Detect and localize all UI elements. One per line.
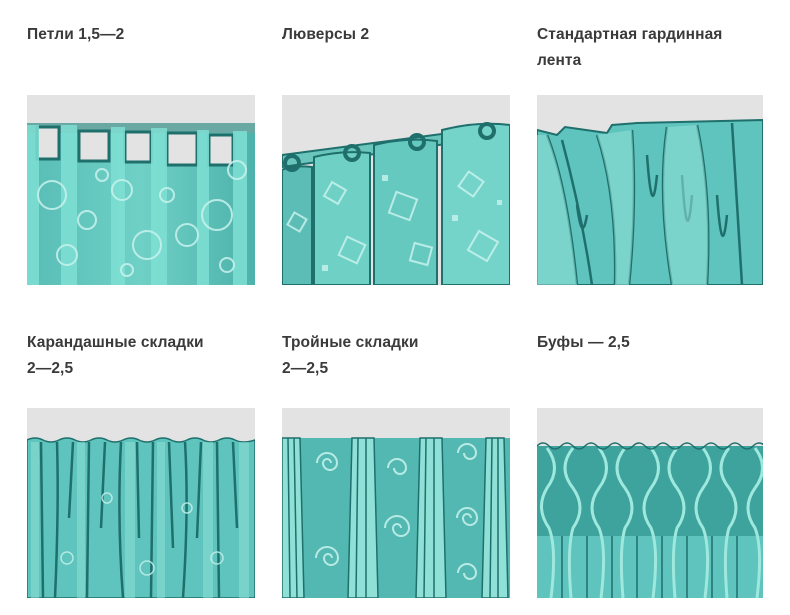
illustration-smocked-curtain [537,408,763,598]
label-line2: 2—2,5 [27,360,74,377]
label-line1: Люверсы 2 [282,26,370,43]
illustration-pencil-pleat-curtain [27,408,255,598]
label-line1: Тройные складки [282,334,419,351]
grommet-curtain-drawing [282,95,510,285]
illustration-standard-tape-curtain [537,95,763,285]
label-line1: Карандашные складки [27,334,204,351]
standard-tape-curtain-drawing [537,95,763,285]
illustration-grommet-curtain [282,95,510,285]
heading-item-tabs: Петли 1,5—2 [27,22,257,48]
heading-item-triple-pleats: Тройные складки 2—2,5 [282,330,512,382]
illustration-tab-top-curtain [27,95,255,285]
label-line1: Буфы — 2,5 [537,334,630,351]
illustration-triple-pleat-curtain [282,408,510,598]
tab-top-curtain-drawing [27,95,255,285]
label-line1: Петли 1,5—2 [27,26,125,43]
heading-item-standard-tape: Стандартная гардинная лента [537,22,787,74]
pencil-pleat-curtain-drawing [27,408,255,598]
label-line2: лента [537,52,582,69]
label-line1: Стандартная гардинная [537,26,723,43]
heading-item-pencil-pleats: Карандашные складки 2—2,5 [27,330,257,382]
smocked-curtain-drawing [537,408,763,598]
label-line2: 2—2,5 [282,360,329,377]
heading-item-grommets: Люверсы 2 [282,22,512,48]
heading-item-smocking: Буфы — 2,5 [537,330,767,356]
triple-pleat-curtain-drawing [282,408,510,598]
